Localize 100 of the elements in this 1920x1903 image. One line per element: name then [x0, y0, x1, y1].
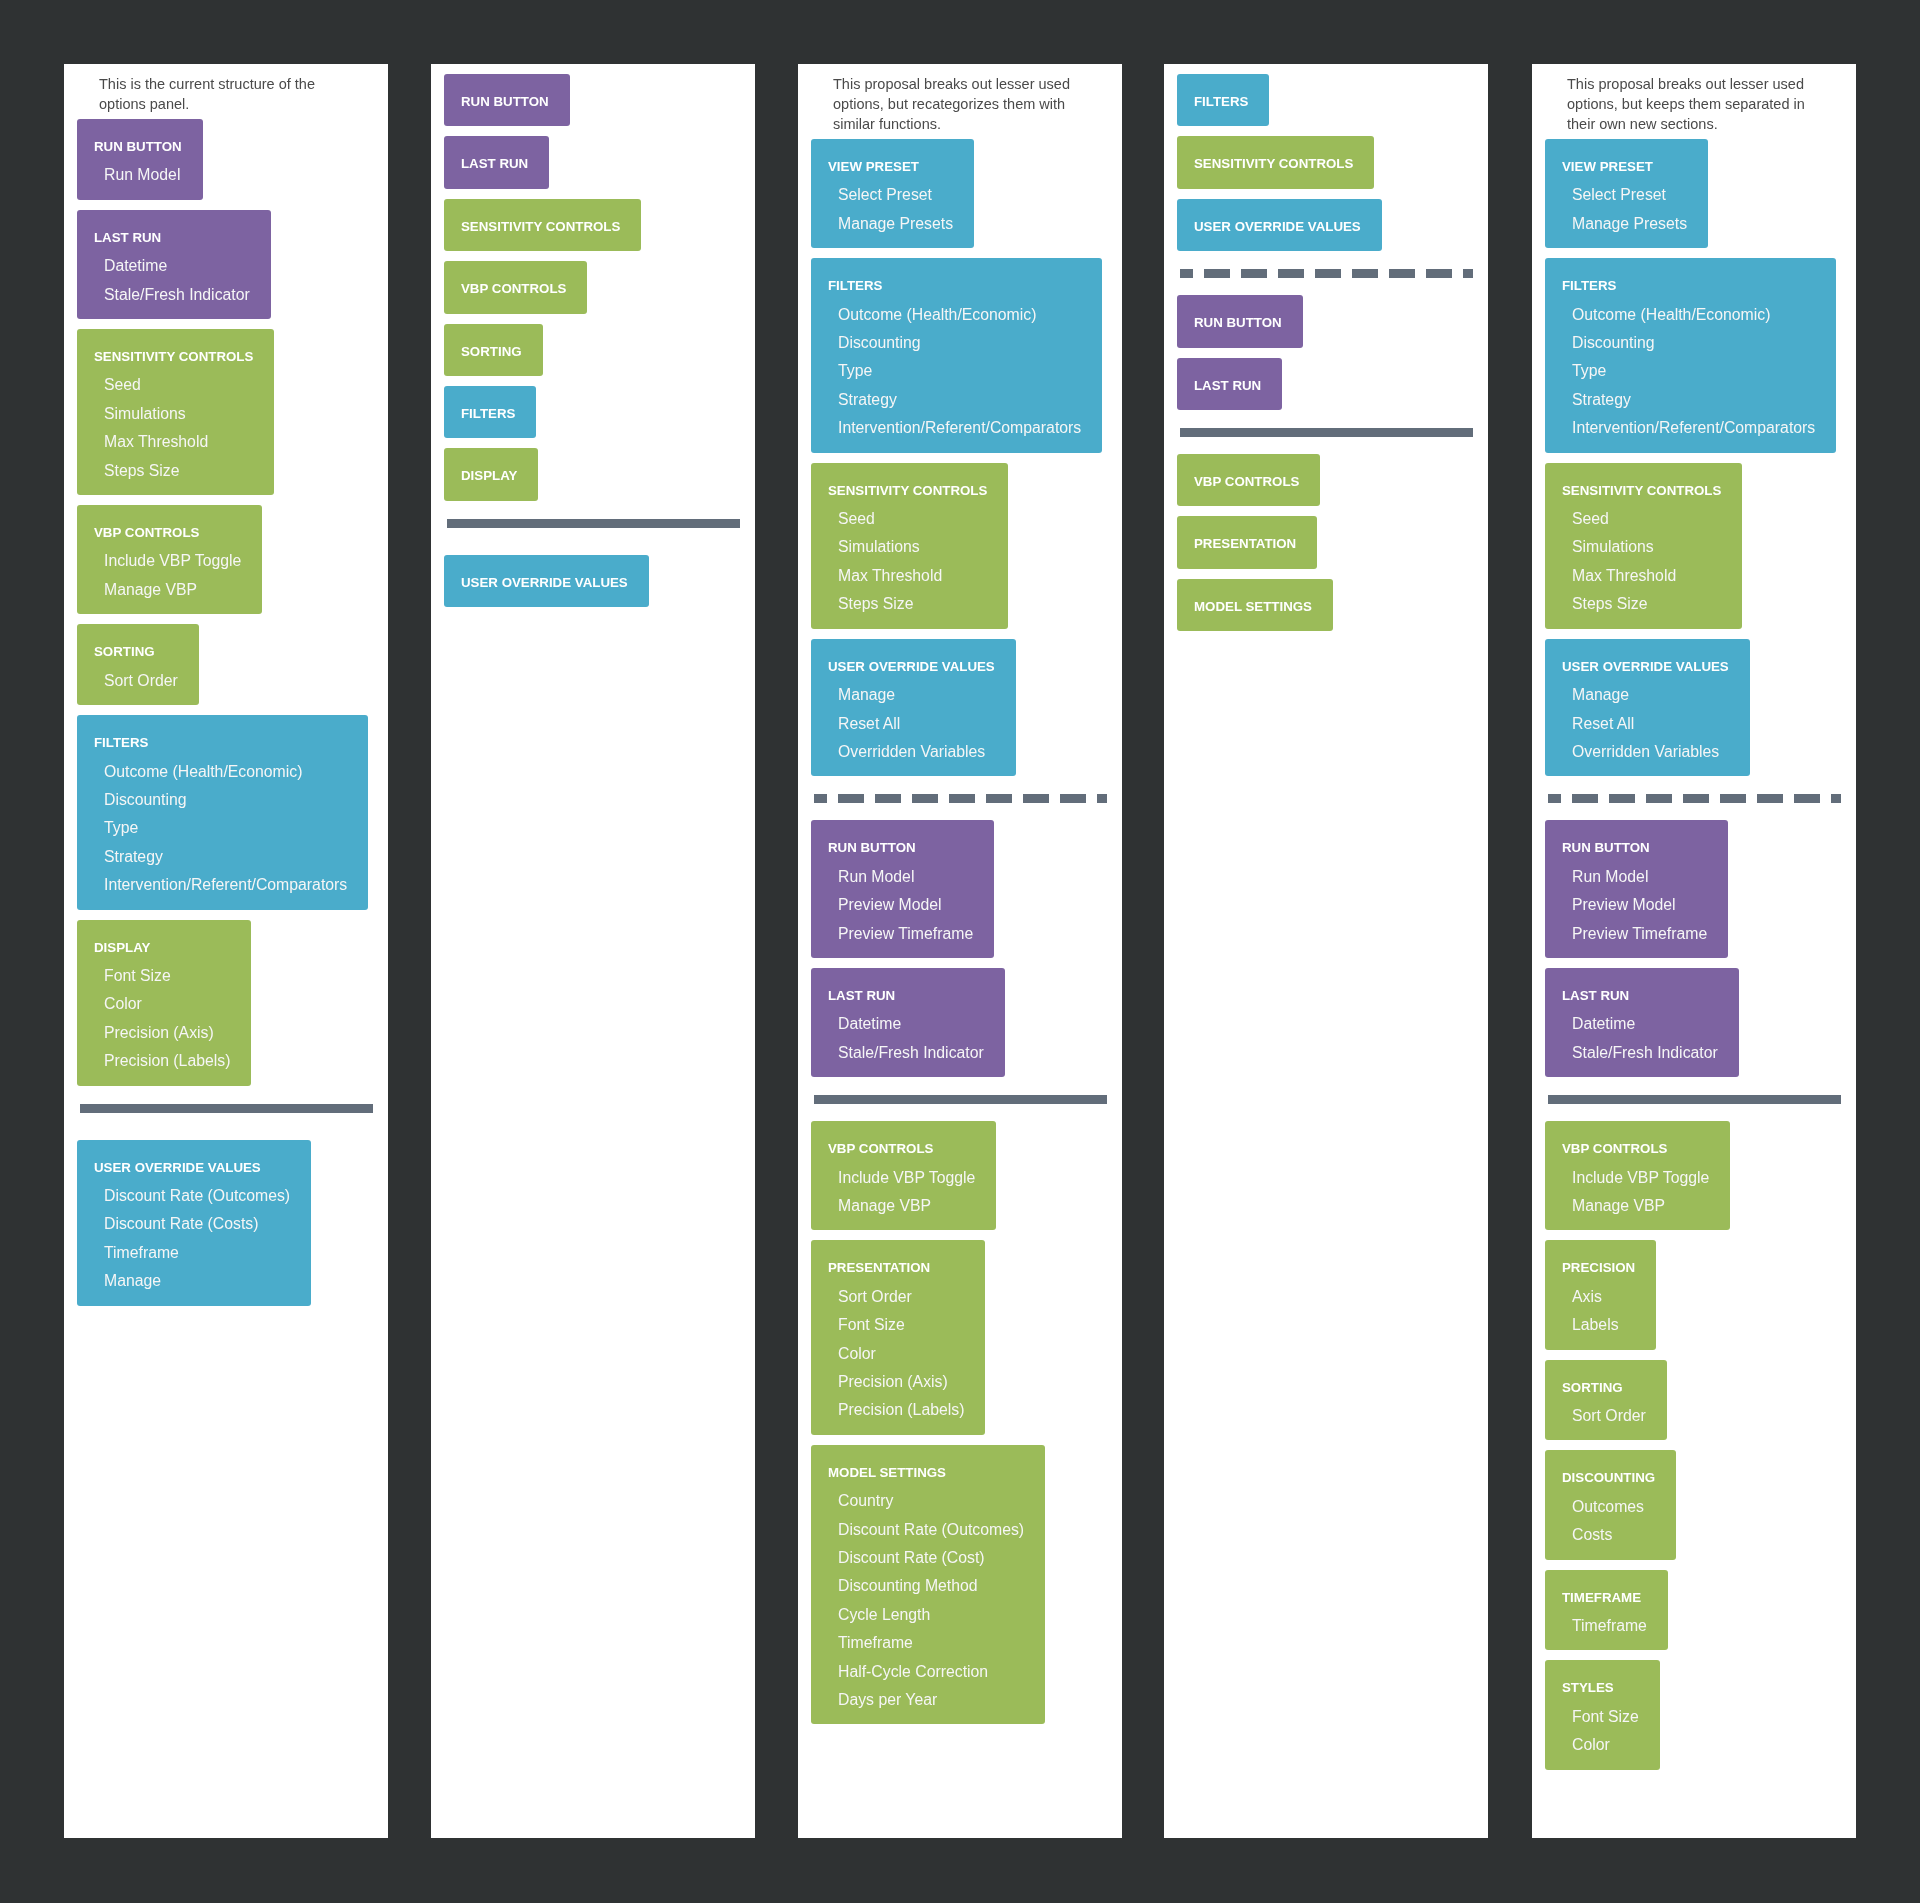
section-card: [444, 136, 550, 189]
option-label: Simulations: [1571, 537, 1655, 558]
section-card: [1545, 1450, 1677, 1560]
option-label: Color: [1571, 1735, 1611, 1756]
section-card: [1545, 1660, 1660, 1770]
section-heading: USER OVERRIDE VALUES: [1562, 657, 1729, 676]
column-panel: [1164, 64, 1488, 1838]
option-label: Seed: [837, 509, 876, 530]
section-card: [444, 386, 537, 439]
section-heading: FILTERS: [461, 405, 516, 424]
option-label: Steps Size: [1571, 594, 1649, 615]
option-label: Precision (Labels): [837, 1400, 965, 1421]
option-label: Cycle Length: [837, 1604, 932, 1625]
section-heading: PRESENTATION: [828, 1259, 932, 1278]
option-label: Run Model: [103, 165, 182, 186]
option-label: Precision (Axis): [103, 1022, 215, 1043]
option-label: Sort Order: [1571, 1406, 1646, 1426]
section-heading: FILTERS: [94, 734, 150, 753]
option-label: Preview Timeframe: [837, 923, 974, 944]
option-label: Strategy: [103, 846, 164, 867]
section-heading: RUN BUTTON: [461, 93, 549, 111]
option-label: Preview Model: [837, 895, 943, 916]
section-heading: SENSITIVITY CONTROLS: [1562, 481, 1722, 500]
section-card: [444, 198, 642, 252]
section-heading: TIMEFRAME: [1562, 1588, 1643, 1607]
section-card: [444, 74, 570, 127]
section-card: [1545, 462, 1743, 629]
section-heading: SORTING: [461, 342, 522, 361]
section-card: [1545, 820, 1729, 958]
section-card: [1545, 258, 1837, 453]
section-card: [1177, 516, 1318, 569]
section-card: [1177, 136, 1375, 189]
section-heading: RUN BUTTON: [94, 138, 182, 156]
section-card: [444, 261, 588, 314]
section-heading: SENSITIVITY CONTROLS: [1194, 155, 1354, 174]
option-label: Font Size: [103, 965, 172, 986]
section-card: [811, 820, 995, 958]
section-heading: MODEL SETTINGS: [828, 1463, 947, 1482]
option-label: Select Preset: [837, 185, 933, 206]
section-heading: LAST RUN: [1194, 376, 1262, 395]
section-heading: FILTERS: [1194, 93, 1249, 111]
option-label: Strategy: [837, 389, 898, 410]
section-card: [77, 624, 199, 706]
section-card: [811, 258, 1103, 453]
section-heading: VBP CONTROLS: [828, 1140, 935, 1159]
section-heading: PRESENTATION: [1194, 535, 1297, 554]
option-label: Simulations: [837, 537, 921, 558]
option-label: Include VBP Toggle: [1571, 1167, 1710, 1188]
section-heading: USER OVERRIDE VALUES: [461, 573, 628, 592]
section-card: [1545, 1569, 1668, 1651]
option-label: Seed: [103, 375, 142, 396]
option-label: Discount Rate (Outcomes): [103, 1185, 291, 1206]
section-card: [77, 209, 271, 320]
column-panel: [798, 64, 1122, 1838]
section-heading: USER OVERRIDE VALUES: [828, 657, 995, 676]
option-label: Timeframe: [103, 1242, 180, 1263]
option-label: Labels: [1571, 1315, 1620, 1336]
section-heading: VIEW PRESET: [1562, 158, 1654, 176]
section-card: [811, 1444, 1046, 1725]
option-label: Color: [837, 1343, 877, 1364]
option-label: Manage Presets: [837, 213, 954, 234]
section-heading: VBP CONTROLS: [461, 280, 567, 299]
option-label: Timeframe: [1571, 1616, 1647, 1637]
section-heading: USER OVERRIDE VALUES: [1194, 217, 1361, 236]
section-card: [77, 715, 369, 910]
option-label: Stale/Fresh Indicator: [103, 284, 250, 305]
section-heading: LAST RUN: [461, 155, 529, 174]
section-heading: SENSITIVITY CONTROLS: [461, 217, 621, 236]
section-heading: USER OVERRIDE VALUES: [94, 1158, 262, 1177]
option-label: Steps Size: [837, 594, 915, 615]
option-label: Preview Model: [1571, 895, 1677, 916]
column-panel: [431, 64, 755, 1838]
section-card: [811, 139, 975, 249]
option-label: Precision (Axis): [837, 1372, 949, 1392]
section-heading: SORTING: [94, 643, 156, 662]
option-label: Manage: [1571, 685, 1631, 706]
option-label: Discount Rate (Cost): [837, 1548, 986, 1569]
section-card: [77, 119, 203, 200]
option-label: Overridden Variables: [837, 741, 987, 762]
option-label: Preview Timeframe: [1571, 923, 1708, 944]
option-label: Discounting: [103, 789, 188, 810]
column-panel: [1532, 64, 1856, 1838]
section-heading: VBP CONTROLS: [1194, 473, 1300, 492]
section-heading: DISPLAY: [94, 938, 152, 957]
note-text: This proposal breaks out lesser used options, but recategorizes them with similar functions.: [833, 75, 1071, 134]
option-label: Max Threshold: [103, 432, 210, 453]
section-card: [1177, 295, 1303, 348]
option-label: Discount Rate (Outcomes): [837, 1519, 1025, 1540]
section-heading: SORTING: [1562, 1378, 1624, 1397]
option-label: Costs: [1571, 1525, 1614, 1546]
option-label: Discounting Method: [837, 1576, 979, 1597]
section-card: [1177, 454, 1321, 507]
section-card: [1545, 1359, 1667, 1441]
option-label: Include VBP Toggle: [103, 551, 242, 572]
option-label: Reset All: [837, 713, 902, 734]
option-label: Manage Presets: [1571, 213, 1688, 234]
option-label: Discount Rate (Costs): [103, 1214, 260, 1235]
section-heading: LAST RUN: [94, 228, 163, 247]
section-card: [1545, 967, 1739, 1078]
option-label: Precision (Labels): [103, 1051, 231, 1072]
